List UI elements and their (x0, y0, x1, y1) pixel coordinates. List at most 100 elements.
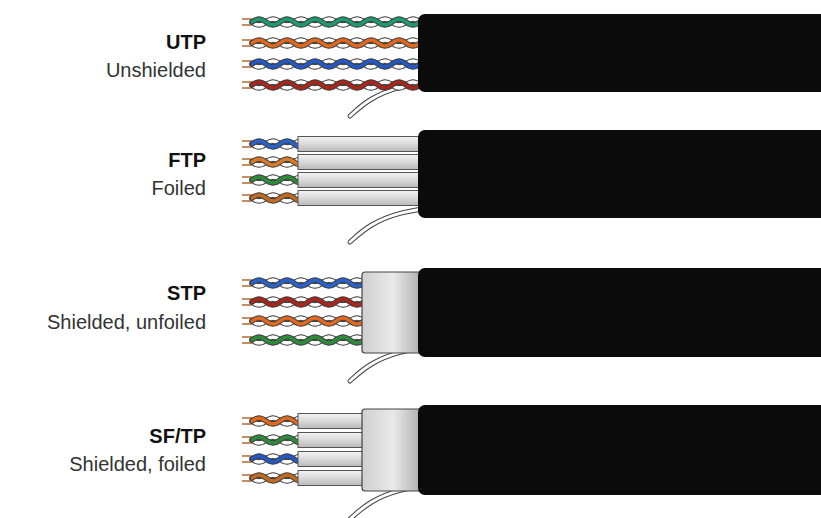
copper-conductor (242, 81, 252, 83)
wire-outline (252, 159, 300, 165)
wire (252, 456, 300, 462)
wire-outline (252, 141, 300, 147)
cable-jacket (418, 14, 821, 92)
wire-outline (252, 82, 420, 88)
copper-conductor (242, 480, 252, 482)
copper-conductor (242, 442, 252, 444)
wire (252, 337, 366, 343)
wire-outline (252, 280, 366, 286)
wire (252, 19, 420, 25)
wire (252, 418, 300, 424)
cable (242, 405, 821, 518)
wire-outline (252, 177, 300, 183)
wire (252, 141, 300, 147)
wire (252, 318, 366, 324)
wire (252, 475, 300, 481)
wire-outline (252, 82, 420, 88)
drain-wire-outline (350, 208, 430, 242)
copper-conductor (242, 87, 252, 89)
wire-outline (252, 61, 420, 67)
wire (252, 280, 366, 286)
copper-conductor (242, 336, 252, 338)
braid-shield (362, 409, 424, 491)
wire-outline (252, 318, 366, 324)
wire-outline (252, 177, 300, 183)
wire (252, 195, 300, 201)
copper-conductor (242, 164, 252, 166)
wire-outline (252, 475, 300, 481)
copper-conductor (242, 423, 252, 425)
wire (252, 61, 420, 67)
copper-conductor (242, 417, 252, 419)
wire-outline (252, 40, 420, 46)
copper-conductor (242, 461, 252, 463)
copper-conductor (242, 194, 252, 196)
copper-conductor (242, 200, 252, 202)
cable-type-description: Unshielded (106, 58, 206, 82)
copper-conductor (242, 60, 252, 62)
copper-conductor (242, 182, 252, 184)
wire-outline (252, 195, 300, 201)
copper-conductor (242, 45, 252, 47)
drain-wire (350, 208, 430, 242)
wire-outline (252, 195, 300, 201)
copper-conductor (242, 285, 252, 287)
wire-outline (252, 337, 366, 343)
wire (252, 299, 366, 305)
wire (252, 280, 366, 286)
wire (252, 318, 366, 324)
cable-jacket (418, 405, 821, 495)
cable-type-description: Foiled (152, 176, 206, 200)
wire (252, 177, 300, 183)
wire (252, 437, 300, 443)
copper-conductor (242, 146, 252, 148)
wire (252, 418, 300, 424)
wire-outline (252, 475, 300, 481)
pair-foil (298, 414, 368, 429)
cable-type-name: SF/TP (149, 424, 206, 448)
copper-conductor (242, 317, 252, 319)
wire-outline (252, 437, 300, 443)
wire (252, 159, 300, 165)
wire-outline (252, 299, 366, 305)
copper-conductor (242, 158, 252, 160)
wire (252, 475, 300, 481)
copper-conductor (242, 304, 252, 306)
copper-conductor (242, 279, 252, 281)
cable (242, 130, 821, 242)
copper-conductor (242, 455, 252, 457)
wire (252, 177, 300, 183)
wire (252, 159, 300, 165)
pair-foil (298, 137, 422, 152)
wire-outline (252, 318, 366, 324)
cable-type-description: Shielded, unfoiled (47, 310, 206, 334)
wire-outline (252, 141, 300, 147)
cable-type-name: FTP (168, 148, 206, 172)
wire (252, 82, 420, 88)
copper-conductor (242, 474, 252, 476)
wire-outline (252, 418, 300, 424)
cable-type-description: Shielded, foiled (69, 452, 206, 476)
wire (252, 299, 366, 305)
pair-foil (298, 433, 368, 448)
copper-conductor (242, 66, 252, 68)
pair-foil (298, 191, 422, 206)
copper-conductor (242, 436, 252, 438)
cable-type-name: UTP (166, 30, 206, 54)
wire-outline (252, 19, 420, 25)
copper-conductor (242, 298, 252, 300)
wire-outline (252, 299, 366, 305)
wire (252, 456, 300, 462)
copper-conductor (242, 39, 252, 41)
cable-jacket (418, 268, 821, 357)
copper-conductor (242, 18, 252, 20)
wire (252, 40, 420, 46)
copper-conductor (242, 342, 252, 344)
wire-outline (252, 159, 300, 165)
wire (252, 40, 420, 46)
wire-outline (252, 456, 300, 462)
pair-foil (298, 173, 422, 188)
pair-foil (298, 155, 422, 170)
wire-outline (252, 19, 420, 25)
braid-shield (362, 272, 424, 353)
